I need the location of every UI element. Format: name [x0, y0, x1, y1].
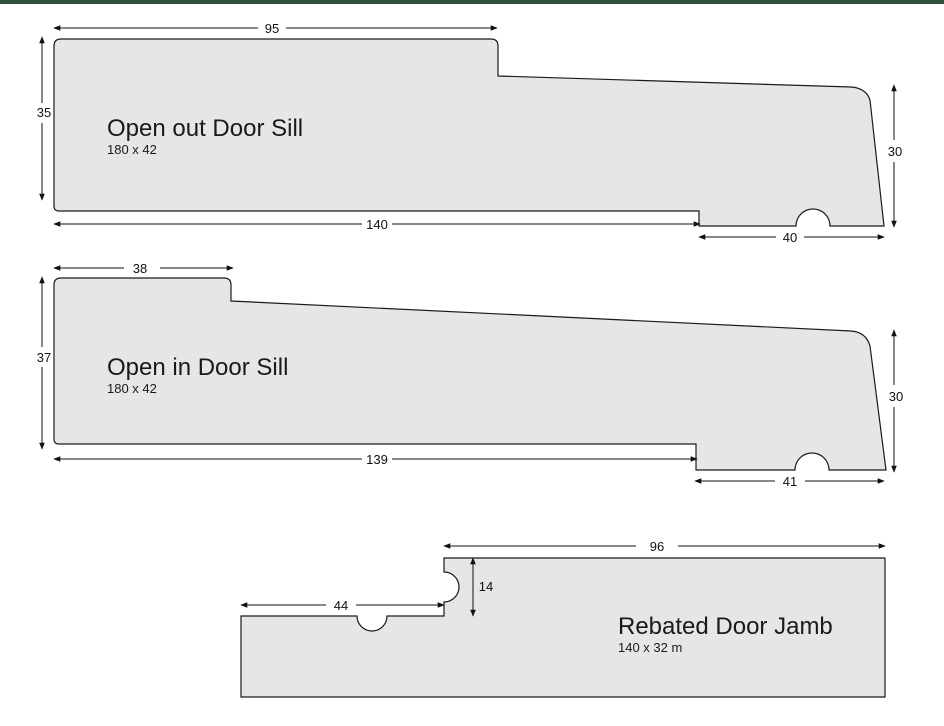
profile-title-open-out: Open out Door Sill [107, 115, 303, 142]
profile-title-rebated: Rebated Door Jamb [618, 613, 833, 640]
profile-shape-rebated-jamb [240, 557, 886, 698]
profile-shape-open-in [53, 277, 887, 471]
dim-label-right-height: 30 [889, 389, 903, 404]
profile-open-out-door-sill: Open out Door Sill 180 x 42 95 35 140 40… [37, 21, 902, 245]
dim-label-top-width: 38 [133, 261, 147, 276]
profile-open-in-door-sill: Open in Door Sill 180 x 42 38 37 139 41 … [37, 261, 903, 489]
profile-size-open-out: 180 x 42 [107, 142, 157, 157]
dim-label-bottom-width: 140 [366, 217, 388, 232]
dim-label-left-height: 35 [37, 105, 51, 120]
dim-label-bottom-width: 139 [366, 452, 388, 467]
dim-label-left-height: 37 [37, 350, 51, 365]
top-border-bar [0, 0, 944, 4]
dim-label-top-width: 95 [265, 21, 279, 36]
profile-rebated-door-jamb: Rebated Door Jamb 140 x 32 m 96 14 44 [240, 539, 886, 698]
dim-label-rebate-width: 44 [334, 598, 348, 613]
profile-size-rebated: 140 x 32 m [618, 640, 682, 655]
dim-label-rebate-height: 14 [479, 579, 493, 594]
dim-label-step-width: 41 [783, 474, 797, 489]
profile-shape-open-out [53, 38, 885, 227]
dim-label-step-width: 40 [783, 230, 797, 245]
dim-label-top-width: 96 [650, 539, 664, 554]
profile-size-open-in: 180 x 42 [107, 381, 157, 396]
profile-title-open-in: Open in Door Sill [107, 354, 288, 381]
dim-label-right-height: 30 [888, 144, 902, 159]
